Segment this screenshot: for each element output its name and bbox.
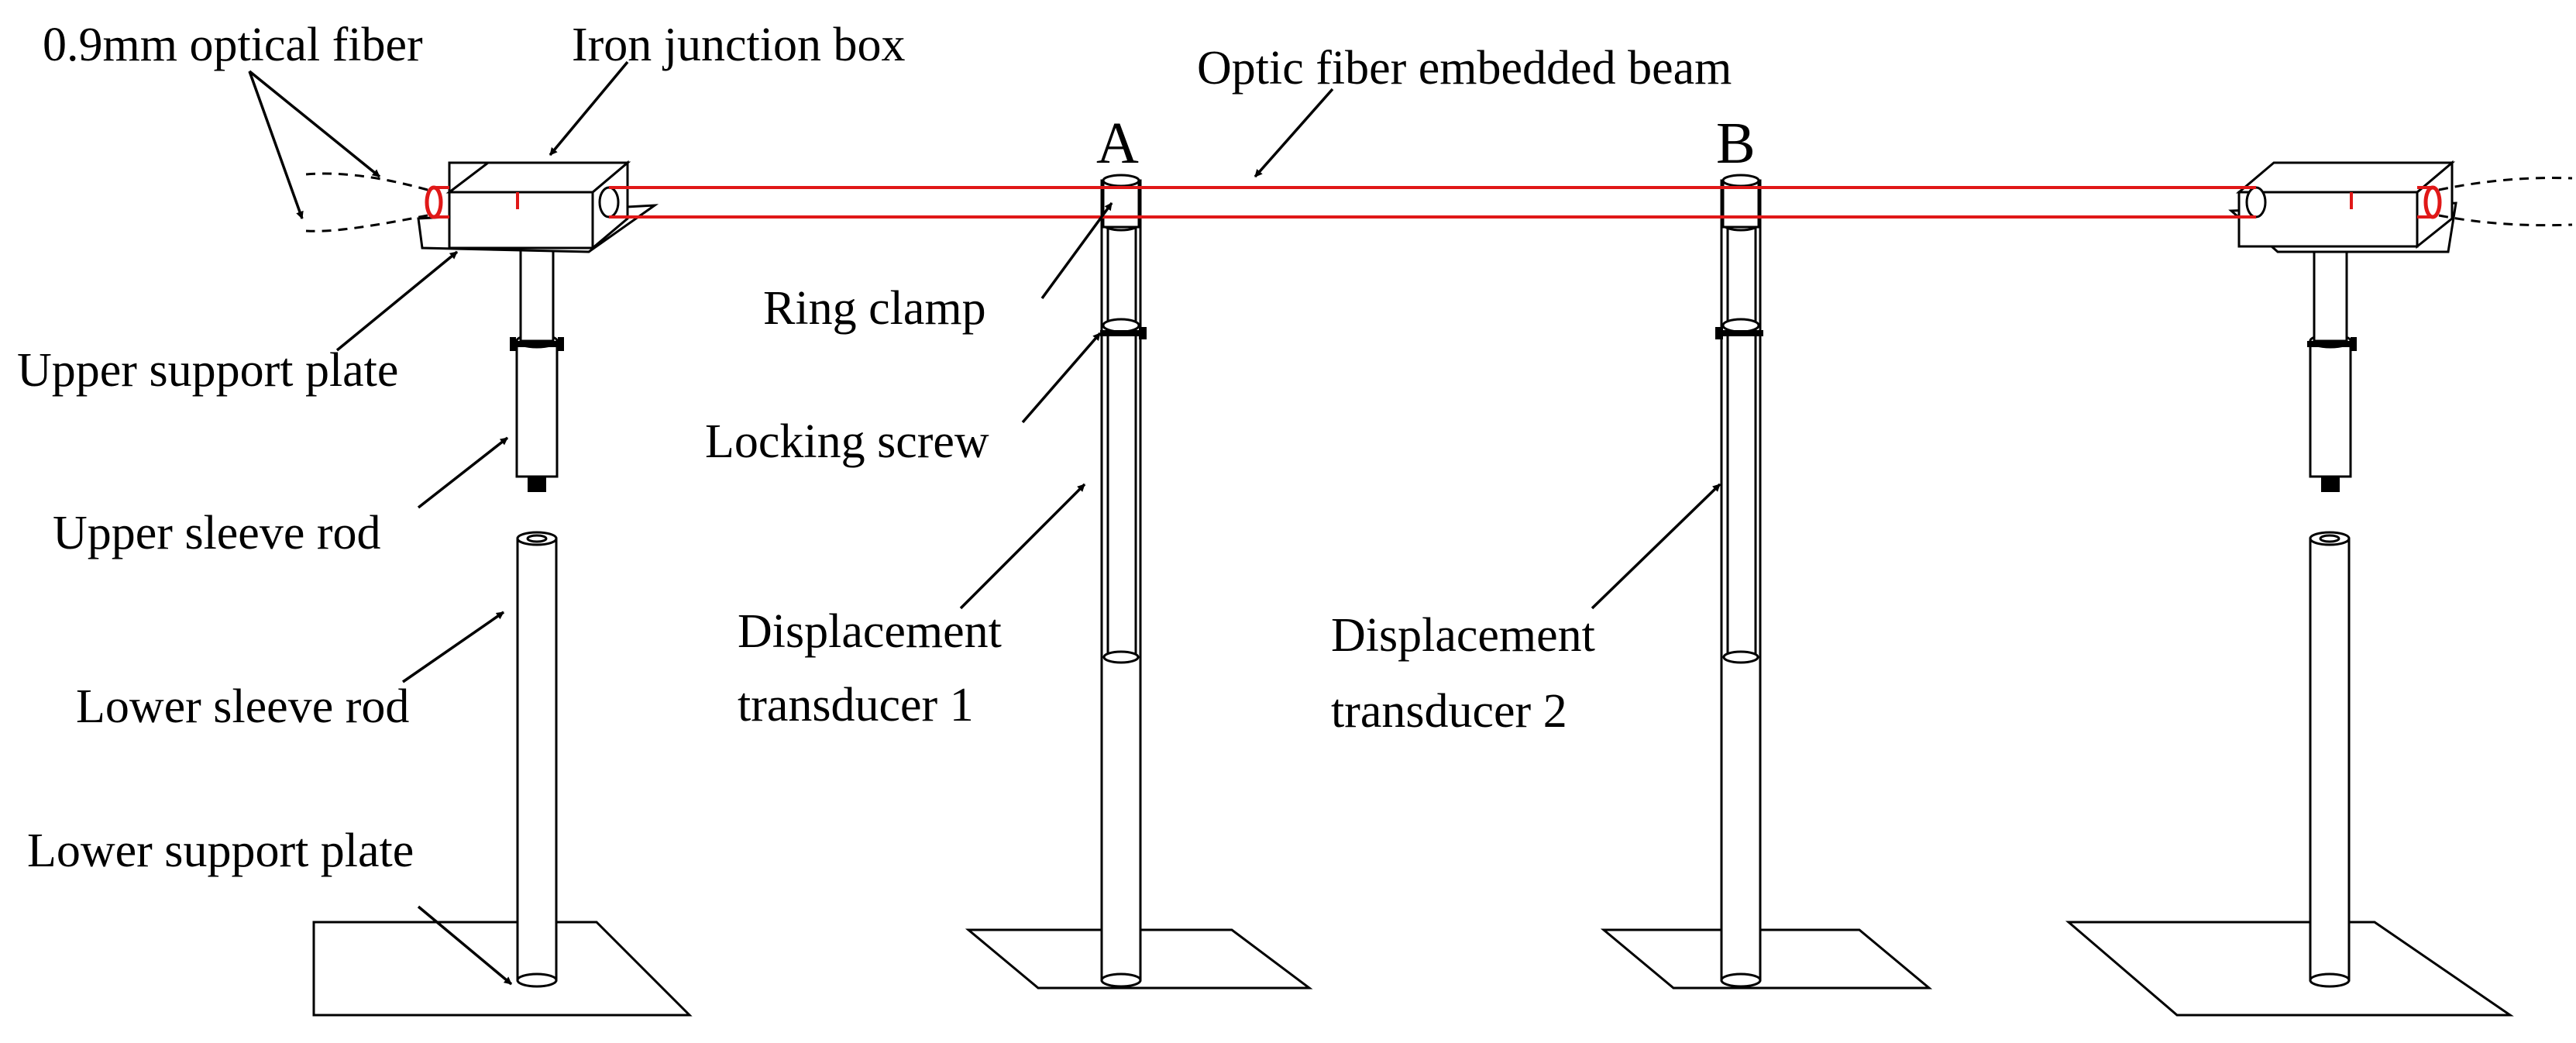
- label-fiber: 0.9mm optical fiber: [43, 19, 423, 71]
- label-transducer2-line2: transducer 2: [1331, 685, 1567, 738]
- label-transducer1-line1: Displacement: [738, 605, 1002, 658]
- label-point-a: A: [1096, 111, 1139, 176]
- label-beam: Optic fiber embedded beam: [1197, 42, 1732, 95]
- beam-overlay: [1085, 186, 1778, 219]
- column-a: [1100, 174, 1147, 988]
- label-locking-screw: Locking screw: [705, 415, 989, 468]
- label-transducer1-line2: transducer 1: [738, 679, 974, 731]
- label-point-b: B: [1716, 111, 1756, 176]
- leader-arrows: [248, 60, 1721, 986]
- left-support-column: [510, 218, 564, 988]
- column-b: [1715, 174, 1763, 988]
- label-upper-sleeve: Upper sleeve rod: [53, 507, 381, 559]
- right-support-column: [2307, 218, 2357, 988]
- right-junction-box: [2228, 160, 2457, 253]
- label-upper-plate: Upper support plate: [17, 344, 398, 397]
- label-transducer2-line1: Displacement: [1331, 609, 1595, 662]
- label-ring-clamp: Ring clamp: [763, 282, 986, 335]
- lower-support-plates: [312, 921, 2514, 1017]
- label-lower-sleeve: Lower sleeve rod: [76, 680, 409, 733]
- left-junction-box: [417, 160, 659, 253]
- label-lower-plate: Lower support plate: [27, 824, 414, 877]
- fiber-tails: [305, 172, 2573, 232]
- label-junction-box: Iron junction box: [572, 19, 906, 71]
- fiber-beam: [434, 186, 2433, 219]
